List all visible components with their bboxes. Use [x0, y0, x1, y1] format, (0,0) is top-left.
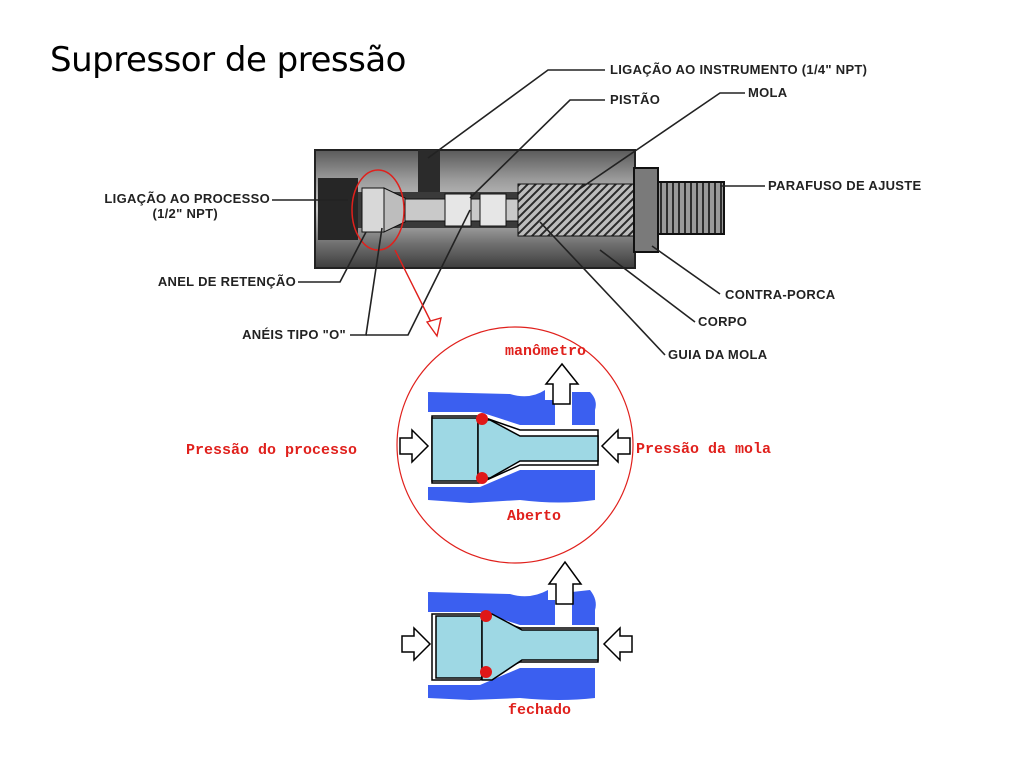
- piston-ring-a: [444, 193, 472, 227]
- arrow-up-closed-icon: [547, 560, 583, 605]
- label-closed: fechado: [508, 702, 571, 719]
- arrow-up-open-icon: [544, 362, 580, 405]
- label-spring-guide: GUIA DA MOLA: [668, 347, 768, 362]
- seal-bottom-open: [476, 472, 488, 484]
- instrument-port: [418, 150, 440, 192]
- label-spring-pressure: Pressão da mola: [636, 441, 771, 458]
- seal-top-closed: [480, 610, 492, 622]
- label-spring: MOLA: [748, 85, 788, 100]
- label-adjust-screw: PARAFUSO DE AJUSTE: [768, 178, 922, 193]
- detail-callout: [394, 249, 442, 338]
- suppressor-cutaway: [314, 149, 725, 269]
- open-state-detail: manômetro Pressão do processo Pressão da…: [186, 326, 771, 564]
- label-retaining-ring: ANEL DE RETENÇÃO: [158, 274, 296, 289]
- label-lock-nut: CONTRA-PORCA: [725, 287, 836, 302]
- label-gauge: manômetro: [505, 343, 586, 360]
- piston-stem-closed: [481, 613, 599, 681]
- label-piston: PISTÃO: [610, 92, 660, 107]
- piston-ring-b: [479, 193, 507, 227]
- housing-top-open: [428, 390, 555, 425]
- arrow-process-closed-icon: [401, 626, 432, 662]
- piston-head-open: [431, 417, 479, 482]
- arrow-spring-open-icon: [600, 428, 631, 464]
- label-process-pressure: Pressão do processo: [186, 442, 357, 459]
- label-open: Aberto: [507, 508, 561, 525]
- piston-stem-open: [477, 419, 599, 479]
- label-process-connection: LIGAÇÃO AO PROCESSO: [104, 191, 270, 206]
- leader-lines: [272, 69, 765, 356]
- housing-bottom-closed: [428, 668, 595, 700]
- closed-state-detail: fechado: [401, 560, 633, 719]
- label-body: CORPO: [698, 314, 747, 329]
- arrow-spring-closed-icon: [602, 626, 633, 662]
- housing-bottom-open: [428, 470, 595, 503]
- housing-top-right-closed: [572, 590, 596, 625]
- label-process-connection-size: (1/2" NPT): [152, 206, 218, 221]
- page-title: Supressor de pressão: [50, 40, 406, 80]
- retaining-ring-part: [361, 187, 385, 233]
- spring-coil: [517, 183, 637, 237]
- arrow-process-open-icon: [399, 428, 430, 464]
- lock-nut-part: [633, 167, 659, 253]
- piston-cone: [383, 187, 406, 233]
- housing-top-right-open: [572, 392, 596, 425]
- housing-top-closed: [428, 590, 555, 625]
- seal-top-open: [476, 413, 488, 425]
- seal-bottom-closed: [480, 666, 492, 678]
- label-o-rings: ANÉIS TIPO "O": [242, 327, 346, 342]
- detail-circle: [396, 326, 634, 564]
- adjust-screw-part: [657, 181, 725, 235]
- piston-head-closed: [435, 615, 483, 679]
- label-instrument-connection: LIGAÇÃO AO INSTRUMENTO (1/4" NPT): [610, 62, 867, 77]
